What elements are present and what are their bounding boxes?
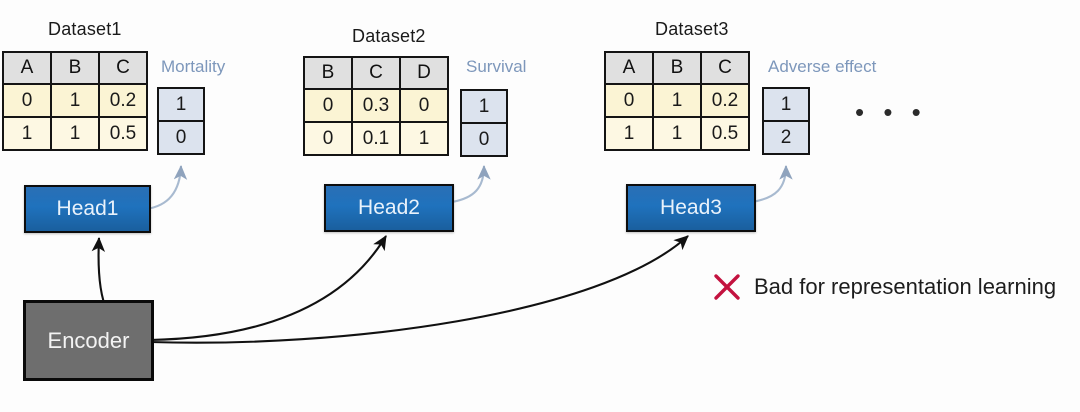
ellipsis-more-datasets: • • • xyxy=(855,97,927,127)
label-cell: 1 xyxy=(157,87,205,122)
table-row: 0 1 0.2 xyxy=(604,83,750,118)
label-row: 1 xyxy=(762,87,810,122)
arrow-head1-to-label1 xyxy=(145,164,188,211)
table-cell: 1 xyxy=(50,116,100,151)
table-header-row: A B C xyxy=(2,51,148,85)
note-text: Bad for representation learning xyxy=(754,274,1057,299)
dataset-table-3: A B C 0 1 0.2 1 1 0.5 xyxy=(604,51,750,151)
head-label-1: Head1 xyxy=(56,197,119,220)
table-cell: 0 xyxy=(399,88,449,123)
table-cell: 0 xyxy=(303,88,353,123)
label-row: 1 xyxy=(460,89,508,124)
table-cell: 0.5 xyxy=(98,116,148,151)
head-box-3[interactable]: Head3 xyxy=(626,184,756,232)
table-cell: 1 xyxy=(399,121,449,156)
table-cell: 0.3 xyxy=(351,88,401,123)
label-cell: 2 xyxy=(762,120,810,155)
column-header: B xyxy=(652,51,702,85)
label-column-1: 1 0 xyxy=(157,87,205,155)
column-header: C xyxy=(700,51,750,85)
table-row: 1 1 0.5 xyxy=(604,116,750,151)
label-cell: 1 xyxy=(460,89,508,124)
table-cell: 0.2 xyxy=(98,83,148,118)
label-row: 0 xyxy=(157,120,205,155)
arrow-encoder-to-head2 xyxy=(149,235,387,342)
table-row: 0 1 0.2 xyxy=(2,83,148,118)
encoder-box[interactable]: Encoder xyxy=(23,300,154,381)
label-row: 0 xyxy=(460,122,508,157)
note-bad-representation: Bad for representation learning xyxy=(712,272,1056,302)
table-cell: 0.5 xyxy=(700,116,750,151)
column-header: A xyxy=(604,51,654,85)
column-header: D xyxy=(399,56,449,90)
arrow-encoder-to-head3 xyxy=(149,235,689,344)
head-box-1[interactable]: Head1 xyxy=(24,185,151,233)
table-cell: 1 xyxy=(50,83,100,118)
label-column-2: 1 0 xyxy=(460,89,508,157)
label-cell: 0 xyxy=(460,122,508,157)
dataset-title-2: Dataset2 xyxy=(352,26,426,46)
column-header: B xyxy=(50,51,100,85)
column-header: B xyxy=(303,56,353,90)
table-cell: 1 xyxy=(652,83,702,118)
label-column-3: 1 2 xyxy=(762,87,810,155)
table-cell: 0 xyxy=(604,83,654,118)
label-cell: 1 xyxy=(762,87,810,122)
head-label-2: Head2 xyxy=(358,196,420,219)
dataset-table-1: A B C 0 1 0.2 1 1 0.5 xyxy=(2,51,148,151)
x-cross-icon xyxy=(714,274,740,300)
table-cell: 0.2 xyxy=(700,83,750,118)
head-label-3: Head3 xyxy=(660,196,722,219)
arrow-head2-to-label2 xyxy=(451,164,491,204)
table-header-row: A B C xyxy=(604,51,750,85)
label-row: 2 xyxy=(762,120,810,155)
encoder-label: Encoder xyxy=(47,327,130,353)
arrow-head3-to-label3 xyxy=(751,164,793,204)
table-cell: 1 xyxy=(2,116,52,151)
table-cell: 0 xyxy=(2,83,52,118)
table-cell: 0.1 xyxy=(351,121,401,156)
label-name-3: Adverse effect xyxy=(768,57,877,76)
table-row: 0 0.3 0 xyxy=(303,88,449,123)
dataset-title-1: Dataset1 xyxy=(48,19,122,39)
table-row: 1 1 0.5 xyxy=(2,116,148,151)
label-name-2: Survival xyxy=(466,57,527,76)
label-cell: 0 xyxy=(157,120,205,155)
table-cell: 1 xyxy=(604,116,654,151)
table-header-row: B C D xyxy=(303,56,449,90)
label-name-1: Mortality xyxy=(161,57,226,76)
head-box-2[interactable]: Head2 xyxy=(324,184,454,232)
column-header: C xyxy=(98,51,148,85)
table-cell: 1 xyxy=(652,116,702,151)
column-header: C xyxy=(351,56,401,90)
table-cell: 0 xyxy=(303,121,353,156)
dataset-table-2: B C D 0 0.3 0 0 0.1 1 xyxy=(303,56,449,156)
table-row: 0 0.1 1 xyxy=(303,121,449,156)
label-row: 1 xyxy=(157,87,205,122)
column-header: A xyxy=(2,51,52,85)
dataset-title-3: Dataset3 xyxy=(655,19,729,39)
